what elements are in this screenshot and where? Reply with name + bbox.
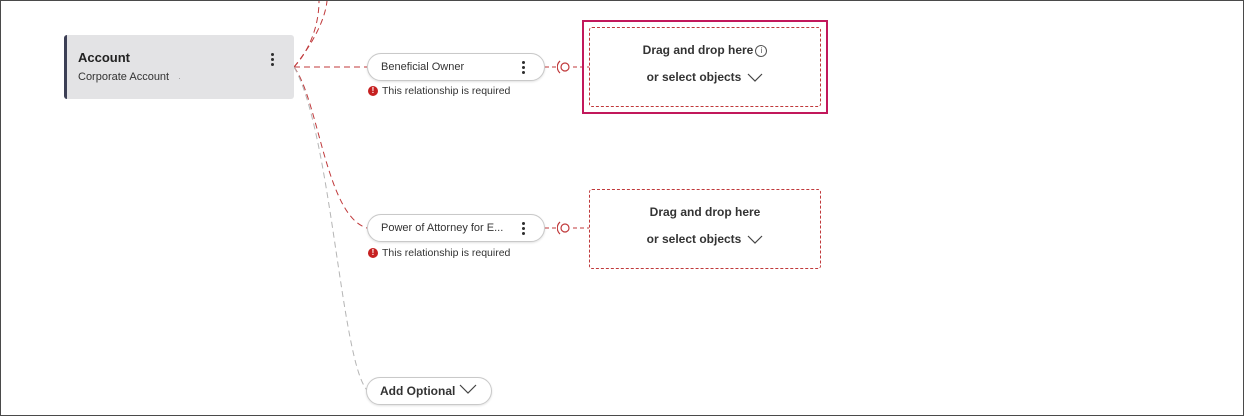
required-message: ! This relationship is required — [368, 247, 510, 259]
required-text: This relationship is required — [382, 85, 511, 97]
target-connector-icon — [557, 60, 570, 74]
relationship-label: Power of Attorney for E... — [381, 222, 504, 234]
account-title: Account — [78, 50, 130, 65]
required-text: This relationship is required — [382, 247, 511, 259]
error-icon: ! — [368, 248, 378, 258]
relationship-pill-power-of-attorney[interactable]: Power of Attorney for E... — [367, 214, 545, 242]
select-objects-dropdown[interactable]: or select objects — [590, 232, 820, 246]
relationship-more-vertical-icon[interactable] — [516, 219, 530, 237]
chevron-down-icon — [747, 235, 763, 245]
select-objects-label: or select objects — [646, 232, 742, 246]
link-line-offscreen-1 — [293, 1, 320, 68]
chevron-down-icon — [747, 73, 763, 83]
add-optional-button[interactable]: Add Optional — [366, 377, 492, 405]
add-optional-label: Add Optional — [380, 384, 456, 398]
chevron-down-icon — [459, 384, 477, 394]
link-line-power-of-attorney — [293, 66, 368, 229]
required-message: ! This relationship is required — [368, 85, 510, 97]
drop-zone-primary-label: Drag and drop here — [642, 43, 754, 57]
link-line-offscreen-2 — [293, 1, 328, 68]
target-connector-icon — [557, 221, 570, 235]
select-objects-dropdown[interactable]: or select objects — [590, 70, 820, 84]
relationship-more-vertical-icon[interactable] — [516, 58, 530, 76]
relationship-label: Beneficial Owner — [381, 61, 465, 73]
account-subtitle: Corporate Account — [78, 71, 170, 83]
error-icon: ! — [368, 86, 378, 96]
subtitle-separator: · — [178, 73, 181, 83]
drop-zone-power-of-attorney[interactable]: Drag and drop here or select objects — [589, 189, 821, 269]
link-line-add-optional — [293, 66, 368, 391]
drop-zone-focus-ring — [582, 20, 828, 114]
drop-zone-primary-text: Drag and drop here — [649, 205, 761, 219]
select-objects-label: or select objects — [646, 70, 742, 84]
account-card[interactable]: Account Corporate Account · — [64, 35, 294, 99]
account-more-vertical-icon[interactable] — [265, 50, 279, 68]
info-icon[interactable]: i — [755, 45, 768, 57]
relationship-pill-beneficial-owner[interactable]: Beneficial Owner — [367, 53, 545, 81]
